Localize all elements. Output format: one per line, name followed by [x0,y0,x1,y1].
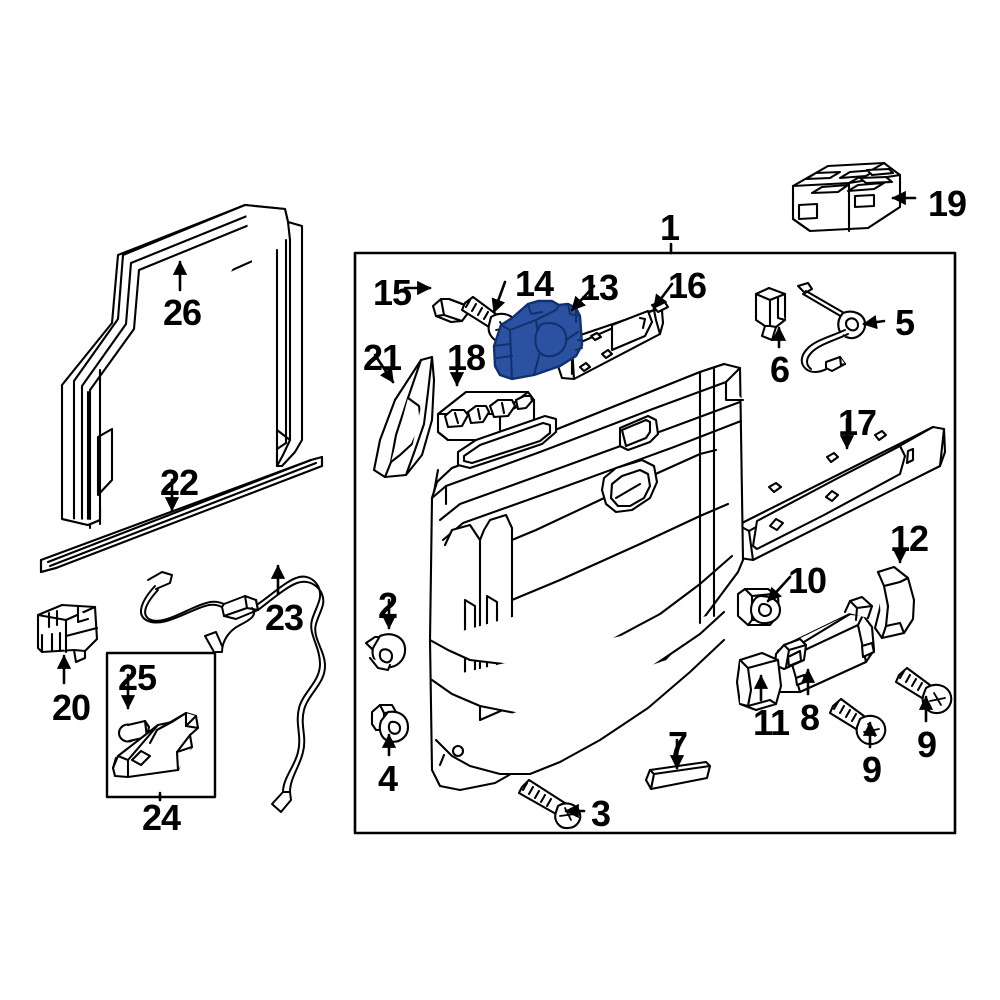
callout-12[interactable]: 12 [890,518,929,559]
callout-10[interactable]: 10 [788,560,827,601]
callout-16[interactable]: 16 [668,265,707,306]
callout-14[interactable]: 14 [515,263,554,304]
callout-24[interactable]: 24 [142,797,181,838]
part-20-connector-module [36,603,99,664]
callout-15[interactable]: 15 [373,272,412,313]
callout-26[interactable]: 26 [163,292,202,333]
callout-18[interactable]: 18 [447,337,486,378]
part-15-screw-cap [431,297,470,324]
part-24-lamp-housing [111,711,200,779]
part-17-lower-applique [735,425,947,562]
callout-21[interactable]: 21 [363,337,402,378]
callout-25[interactable]: 25 [118,657,157,698]
part-8-armrest-bracket [770,595,876,694]
leader-5 [862,315,886,330]
part-1-door-trim-panel [428,362,745,792]
part-9-screw-b [894,666,953,715]
leader-13 [570,284,596,312]
part-13-door-inside-handle-bezel [492,299,584,381]
callout-3[interactable]: 3 [591,793,611,834]
callout-11[interactable]: 11 [753,702,790,743]
callout-19[interactable]: 19 [928,183,967,224]
part-5-grommet-cable [796,281,867,373]
leader-10 [766,575,792,603]
callout-5[interactable]: 5 [895,302,915,343]
part-4-retainer-clip [370,703,410,743]
callout-13[interactable]: 13 [580,267,619,308]
leader-21 [373,353,395,384]
part-7-trim-cover-plate [644,760,712,791]
part-23-wire-harness [140,571,326,813]
leader-14 [491,280,507,314]
callout-17[interactable]: 17 [838,402,877,443]
part-2-retainer-clip [364,633,407,672]
callout-9-a[interactable]: 9 [862,749,882,790]
part-21-sail-cover [372,355,436,479]
part-22-belt-molding [39,455,324,574]
part-12-end-cap-rear [873,565,916,640]
callout-2[interactable]: 2 [378,585,398,626]
callout-20[interactable]: 20 [52,687,91,728]
callout-7[interactable]: 7 [668,724,688,765]
callout-23[interactable]: 23 [265,597,304,638]
leader-16 [652,282,674,310]
callout-6[interactable]: 6 [770,349,790,390]
callout-4[interactable]: 4 [378,758,398,799]
part-19-master-switch [791,161,902,233]
callout-22[interactable]: 22 [160,462,199,503]
part-18-switch-panel [436,390,536,442]
callout-8[interactable]: 8 [800,697,820,738]
callout-9-b[interactable]: 9 [917,724,937,765]
callout-1[interactable]: 1 [660,207,680,248]
part-26-window-frame [60,203,304,530]
